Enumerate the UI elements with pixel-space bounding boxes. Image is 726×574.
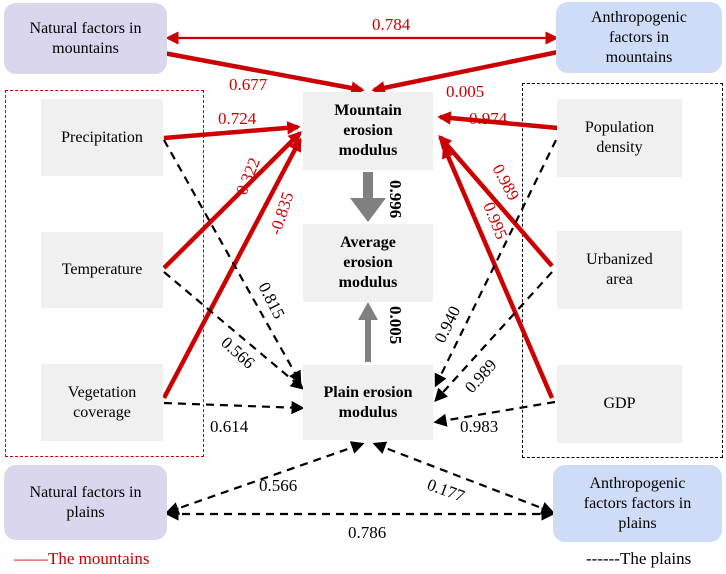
coef-gdp-plain: 0.983 [460, 417, 498, 436]
temperature-node: Temperature [41, 232, 163, 308]
coef-precip-plain: 0.815 [254, 279, 288, 322]
arrow-pop-mountain [437, 111, 559, 131]
arrow-gdp-mountain [441, 144, 555, 399]
precipitation-node: Precipitation [41, 99, 163, 176]
coef-pop-plain: 0.940 [431, 303, 465, 346]
arrow-urban-mountain [438, 134, 554, 268]
coef-nat-plains-plain: 0.566 [259, 476, 297, 495]
coef-pop-mountain: 0.974 [469, 109, 508, 128]
natural-factors-region [5, 90, 204, 457]
coef-nat-anthro-plains: 0.786 [348, 523, 386, 542]
coef-anthro-plains-plain: 0.177 [425, 475, 468, 506]
gdp-node: GDP [557, 365, 682, 443]
legend-mountains: ——The mountains [14, 549, 150, 568]
arrow-pop-plain [434, 139, 557, 388]
arrow-veg-plain [163, 401, 305, 415]
arrowhead-mountain-average [350, 198, 386, 222]
anthropogenic-factors-plains: Anthropogenic factors factors in plains [553, 465, 722, 542]
anthropogenic-factors-mountains: Anthropogenic factors in mountains [556, 2, 722, 73]
arrow-gdp-plain [433, 400, 556, 427]
coef-urban-plain: 0.989 [461, 356, 501, 397]
arrow-temp-plain [163, 271, 305, 390]
coef-temp-plain: 0.566 [217, 333, 258, 373]
arrow-veg-mountain [162, 137, 302, 400]
coef-veg-plain: 0.614 [210, 417, 249, 436]
natural-factors-mountains: Natural factors in mountains [4, 3, 167, 74]
arrowhead-plain-average [358, 302, 378, 320]
arrow-urban-plain [434, 271, 553, 402]
arrow-nat-mountains-to-mountain [157, 49, 365, 95]
mountain-erosion-modulus: Mountain erosion modulus [303, 92, 433, 170]
coef-nat-mountains-to-mountain: 0.677 [229, 75, 268, 94]
population-density-node: Population density [557, 99, 682, 177]
coef-mountain-average: 0.996 [386, 180, 405, 218]
natural-factors-plains: Natural factors in plains [4, 465, 167, 540]
plain-erosion-modulus: Plain erosion modulus [303, 365, 433, 440]
average-erosion-modulus: Average erosion modulus [303, 224, 433, 302]
coef-precip-mountain: 0.724 [218, 109, 257, 128]
arrow-precip-mountain [163, 121, 301, 141]
arrow-nat-plains-plain [165, 441, 365, 515]
coef-nat-anthro-mountains: 0.784 [372, 15, 411, 34]
arrow-temp-mountain [162, 131, 302, 270]
arrow-anthro-mountains-to-mountain [371, 49, 559, 95]
coef-plain-average: 0.005 [386, 306, 405, 344]
vegetation-coverage-node: Vegetation coverage [41, 364, 163, 441]
arrow-precip-plain [163, 139, 302, 385]
anthropogenic-factors-region [522, 83, 723, 458]
urbanized-area-node: Urbanized area [557, 231, 682, 309]
arrow-anthro-plains-plain [372, 441, 555, 515]
legend-plains: ------The plains [586, 549, 692, 568]
coef-anthro-mountains-to-mountain: 0.005 [446, 82, 484, 101]
